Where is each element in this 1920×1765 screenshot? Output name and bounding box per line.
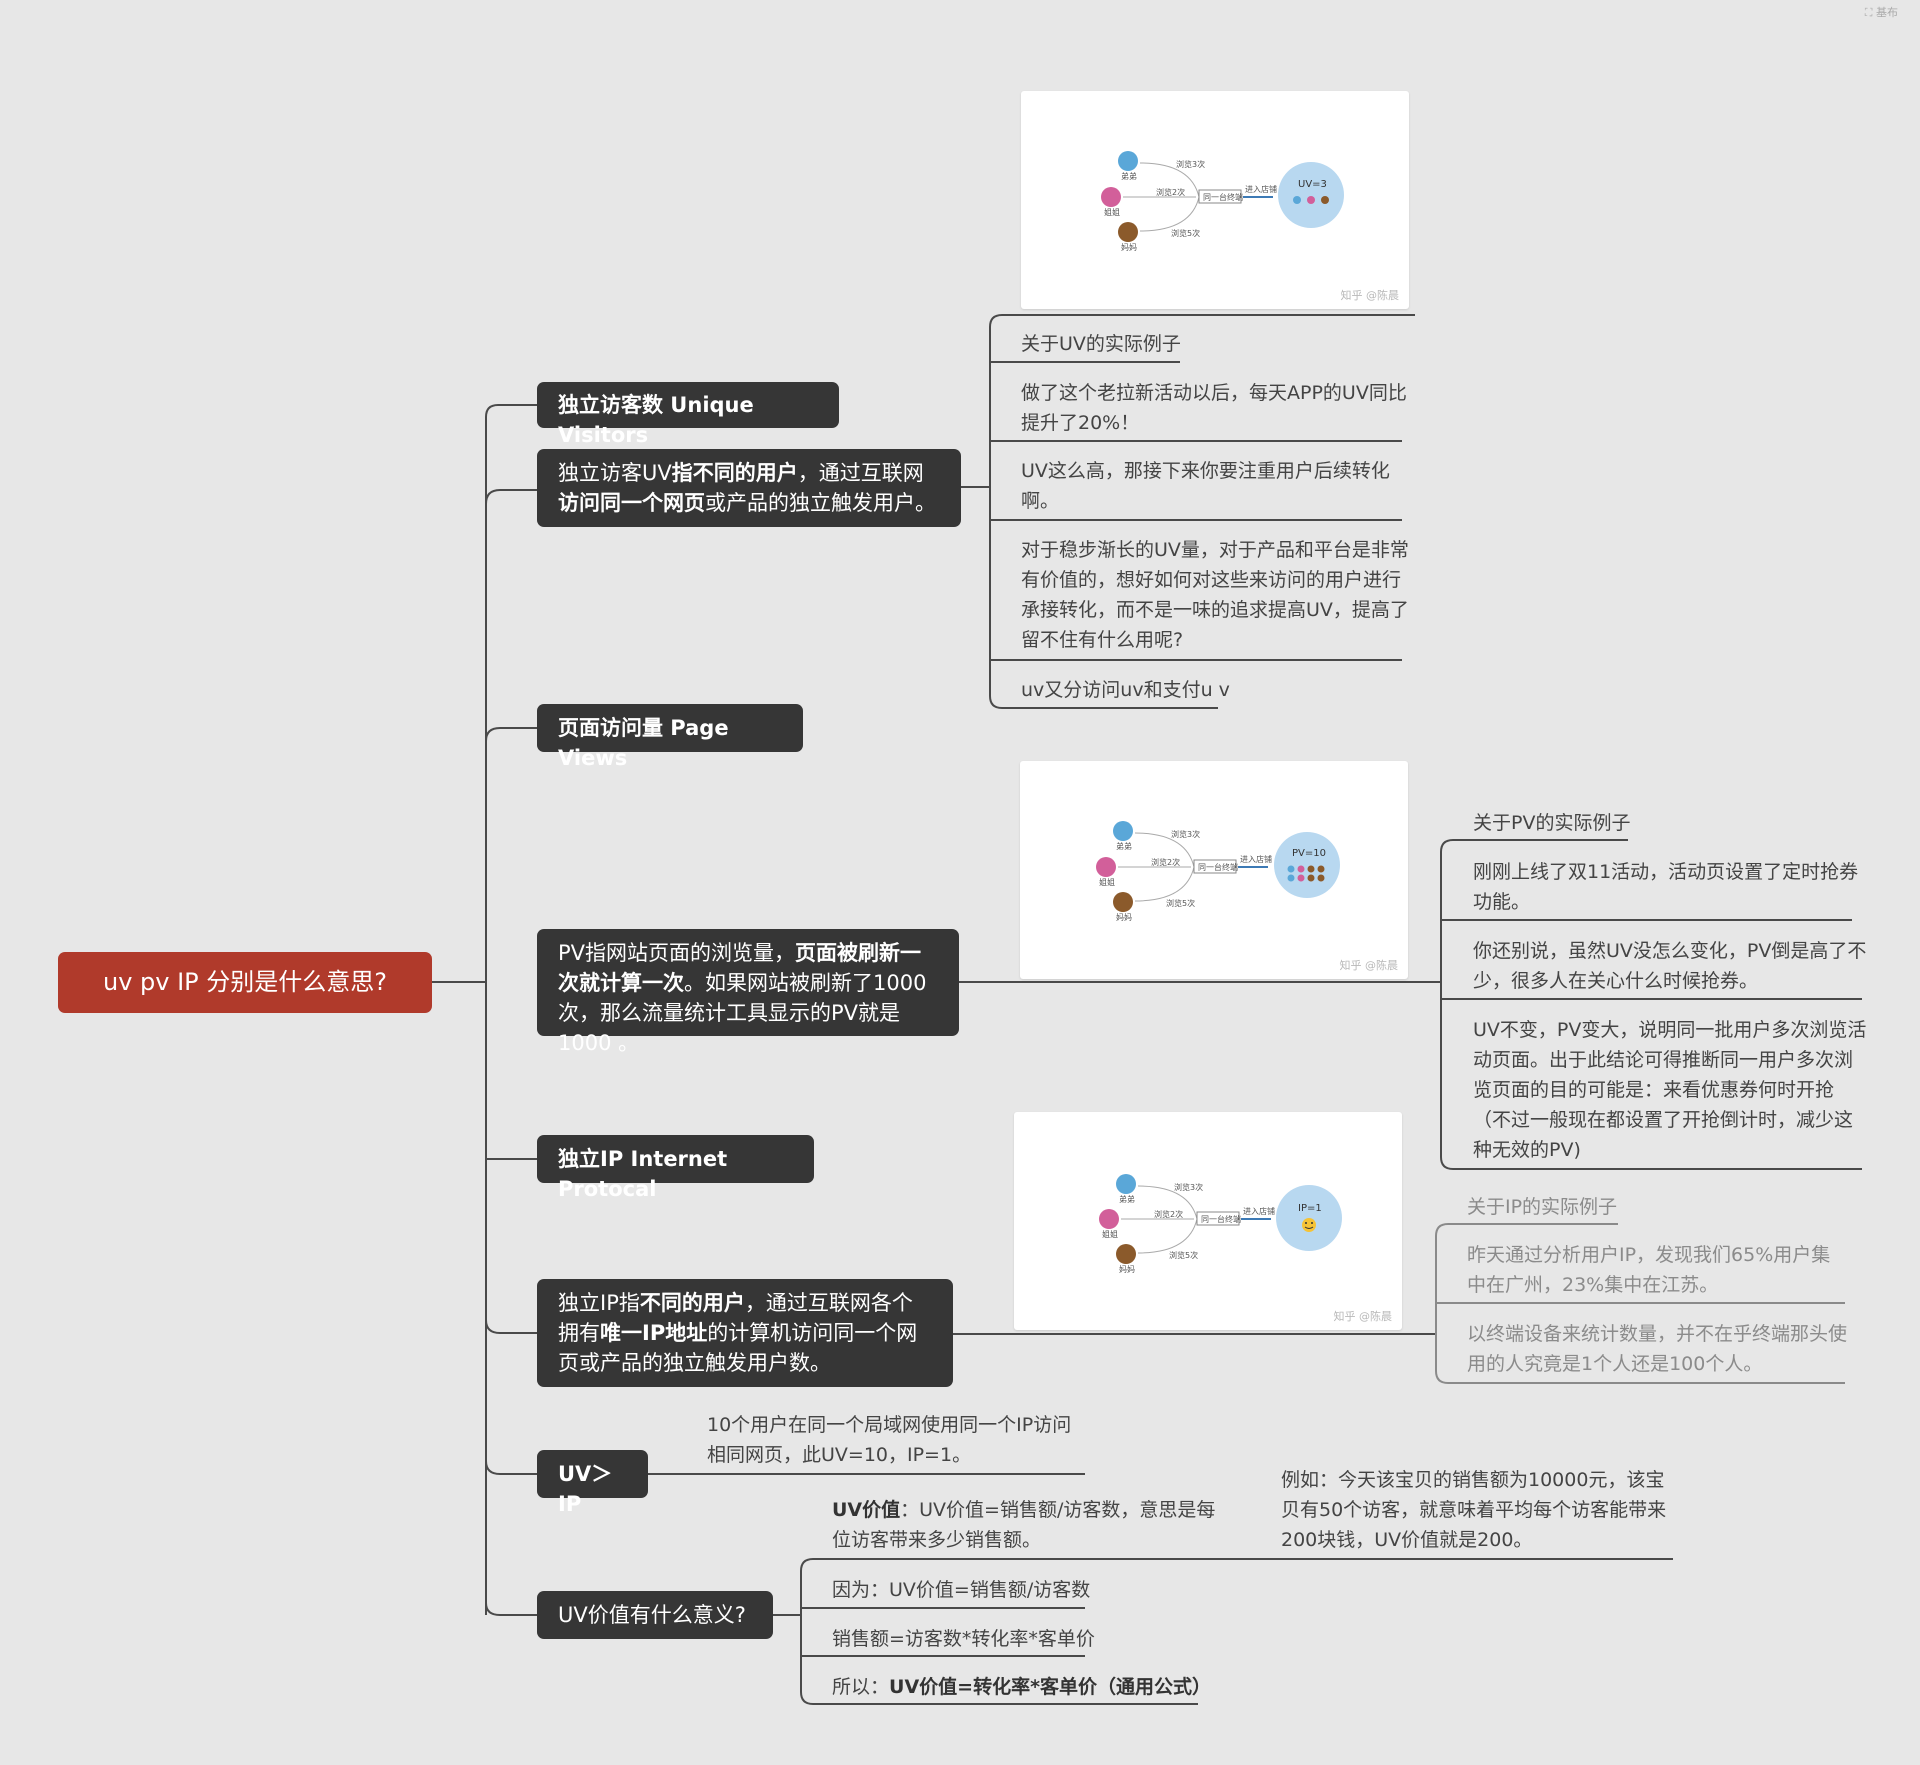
pv-example-1: 刚刚上线了双11活动，活动页设置了定时抢券功能。 [1473,861,1859,913]
uv-example-image: 弟弟 姐姐 妈妈 浏览3次 浏览2次 浏览5次 同一台终端 进入店铺 UV=3 … [1021,91,1409,309]
svg-text:IP=1: IP=1 [1298,1203,1322,1214]
uv-value-definition: UV价值：UV价值=销售额/访客数，意思是每位访客带来多少销售额。 [832,1495,1232,1555]
pv-def-part: PV指网站页面的浏览量， [558,941,796,965]
pv-example-image: 弟弟 姐姐 妈妈 浏览3次 浏览2次 浏览5次 同一台终端 进入店铺 PV=10… [1020,761,1408,979]
ip-def-bold: 不同的用户 [639,1291,745,1315]
uv-diagram-svg: 弟弟 姐姐 妈妈 浏览3次 浏览2次 浏览5次 同一台终端 进入店铺 UV=3 [1101,151,1344,252]
uv-example-4: uv又分访问uv和支付u v [1021,679,1230,701]
uv-def-bold: 访问同一个网页 [558,491,705,515]
ip-image-watermark: 知乎 @陈晨 [1333,1310,1393,1323]
pv-definition-node[interactable]: PV指网站页面的浏览量，页面被刷新一次就计算一次。如果网站被刷新了1000次，那… [537,929,959,1055]
svg-text:进入店铺: 进入店铺 [1243,1206,1275,1216]
uv-title-node[interactable]: 独立访客数 Unique Visitors [537,382,839,447]
uv-value-def-bold: UV价值 [832,1499,901,1521]
uv-value-formula: UV价值=转化率*客单价（通用公式） [889,1676,1212,1698]
ip-def-part: 的计算机访问同一个网页或产品的独立触发用户数。 [558,1321,918,1375]
ip-example-image: 弟弟 姐姐 妈妈 浏览3次 浏览2次 浏览5次 同一台终端 进入店铺 IP=1 … [1014,1112,1402,1330]
svg-text:妈妈: 妈妈 [1121,242,1137,252]
ip-def-part: 独立IP指 [558,1291,640,1315]
svg-text:妈妈: 妈妈 [1116,912,1132,922]
uv-value-item-1: 因为：UV价值=销售额/访客数 [832,1579,1091,1601]
svg-text:浏览5次: 浏览5次 [1166,898,1195,908]
root-topic[interactable]: uv pv IP 分别是什么意思? [58,952,432,1013]
ip-diagram-svg: 弟弟 姐姐 妈妈 浏览3次 浏览2次 浏览5次 同一台终端 进入店铺 IP=1 [1099,1174,1342,1274]
uv-value-item-3: 所以：UV价值=转化率*客单价（通用公式） [832,1672,1211,1702]
ip-title-node[interactable]: 独立IP Internet Protocal [537,1135,814,1201]
svg-text:弟弟: 弟弟 [1116,841,1132,851]
svg-text:浏览2次: 浏览2次 [1156,187,1185,197]
uv-def-part: 或产品的独立触发用户。 [705,491,936,515]
svg-text:浏览2次: 浏览2次 [1154,1209,1183,1219]
svg-text:同一台终端: 同一台终端 [1201,1214,1241,1224]
uv-gt-ip-node[interactable]: UV＞IP [537,1450,648,1516]
uv-def-part: ，通过互联网 [797,461,924,485]
svg-text:进入店铺: 进入店铺 [1245,184,1277,194]
svg-text:浏览5次: 浏览5次 [1171,228,1200,238]
uv-value-example: 例如：今天该宝贝的销售额为10000元，该宝贝有50个访客，就意味着平均每个访客… [1281,1469,1667,1551]
svg-text:姐姐: 姐姐 [1102,1229,1118,1239]
uv-example-2: UV这么高，那接下来你要注重用户后续转化啊。 [1021,460,1390,512]
svg-text:浏览5次: 浏览5次 [1169,1250,1198,1260]
uv-def-bold: 指不同的用户 [671,461,798,485]
uv-definition-node[interactable]: 独立访客UV指不同的用户，通过互联网访问同一个网页或产品的独立触发用户。 [537,449,961,527]
ip-example-title: 关于IP的实际例子 [1467,1196,1618,1218]
uv-value-def-rest: ：UV价值=销售额/访客数，意思是每位访客带来多少销售额。 [832,1499,1216,1551]
ip-def-part: ，通过互联网各个拥有 [558,1291,913,1345]
svg-text:浏览3次: 浏览3次 [1176,159,1205,169]
pv-image-watermark: 知乎 @陈晨 [1339,959,1399,972]
uv-example-title: 关于UV的实际例子 [1021,333,1181,355]
uv-value-node[interactable]: UV价值有什么意义? [537,1591,773,1639]
svg-text:同一台终端: 同一台终端 [1203,192,1243,202]
ip-example-1: 昨天通过分析用户IP，发现我们65%用户集中在广州，23%集中在江苏。 [1467,1244,1831,1296]
pv-diagram-svg: 弟弟 姐姐 妈妈 浏览3次 浏览2次 浏览5次 同一台终端 进入店铺 PV=10 [1096,821,1340,922]
uv-example-1: 做了这个老拉新活动以后，每天APP的UV同比提升了20%！ [1021,382,1407,434]
uv-def-part: 独立访客UV [558,461,672,485]
svg-text:进入店铺: 进入店铺 [1240,854,1272,864]
pv-example-title: 关于PV的实际例子 [1473,812,1631,834]
corner-icon[interactable]: ⛶ 基布 [1864,6,1898,19]
pv-def-bold: 页面被刷新一次就计算一次 [558,941,922,995]
uv-example-3: 对于稳步渐长的UV量，对于产品和平台是非常有价值的，想好如何对这些来访问的用户进… [1021,539,1409,651]
svg-text:UV=3: UV=3 [1298,179,1327,190]
ip-example-2: 以终端设备来统计数量，并不在乎终端那头使用的人究竟是1个人还是100个人。 [1467,1323,1848,1375]
pv-example-2: 你还别说，虽然UV没怎么变化，PV倒是高了不少，很多人在关心什么时候抢券。 [1473,940,1867,992]
svg-text:浏览3次: 浏览3次 [1171,829,1200,839]
ip-def-bold: 唯一IP地址 [600,1321,708,1345]
svg-text:浏览3次: 浏览3次 [1174,1182,1203,1192]
svg-text:同一台终端: 同一台终端 [1198,862,1238,872]
ip-definition-node[interactable]: 独立IP指不同的用户，通过互联网各个拥有唯一IP地址的计算机访问同一个网页或产品… [537,1279,953,1387]
svg-text:浏览2次: 浏览2次 [1151,857,1180,867]
uv-gt-ip-note: 10个用户在同一个局域网使用同一个IP访问相同网页，此UV=10，IP=1。 [707,1414,1072,1466]
svg-text:姐姐: 姐姐 [1099,877,1115,887]
svg-text:弟弟: 弟弟 [1119,1194,1135,1204]
svg-text:妈妈: 妈妈 [1119,1264,1135,1274]
pv-title-node[interactable]: 页面访问量 Page Views [537,704,803,770]
uv-value-item-2: 销售额=访客数*转化率*客单价 [832,1628,1095,1650]
svg-text:弟弟: 弟弟 [1121,171,1137,181]
svg-text:姐姐: 姐姐 [1104,207,1120,217]
svg-text:PV=10: PV=10 [1292,848,1326,859]
pv-def-part: 。如果网站被刷新了1000次，那么流量统计工具显示的PV就是1000 。 [558,971,927,1055]
uv-value-prefix: 所以： [832,1676,890,1698]
pv-example-3: UV不变，PV变大，说明同一批用户多次浏览活动页面。出于此结论可得推断同一用户多… [1473,1019,1867,1161]
uv-image-watermark: 知乎 @陈晨 [1340,289,1400,302]
